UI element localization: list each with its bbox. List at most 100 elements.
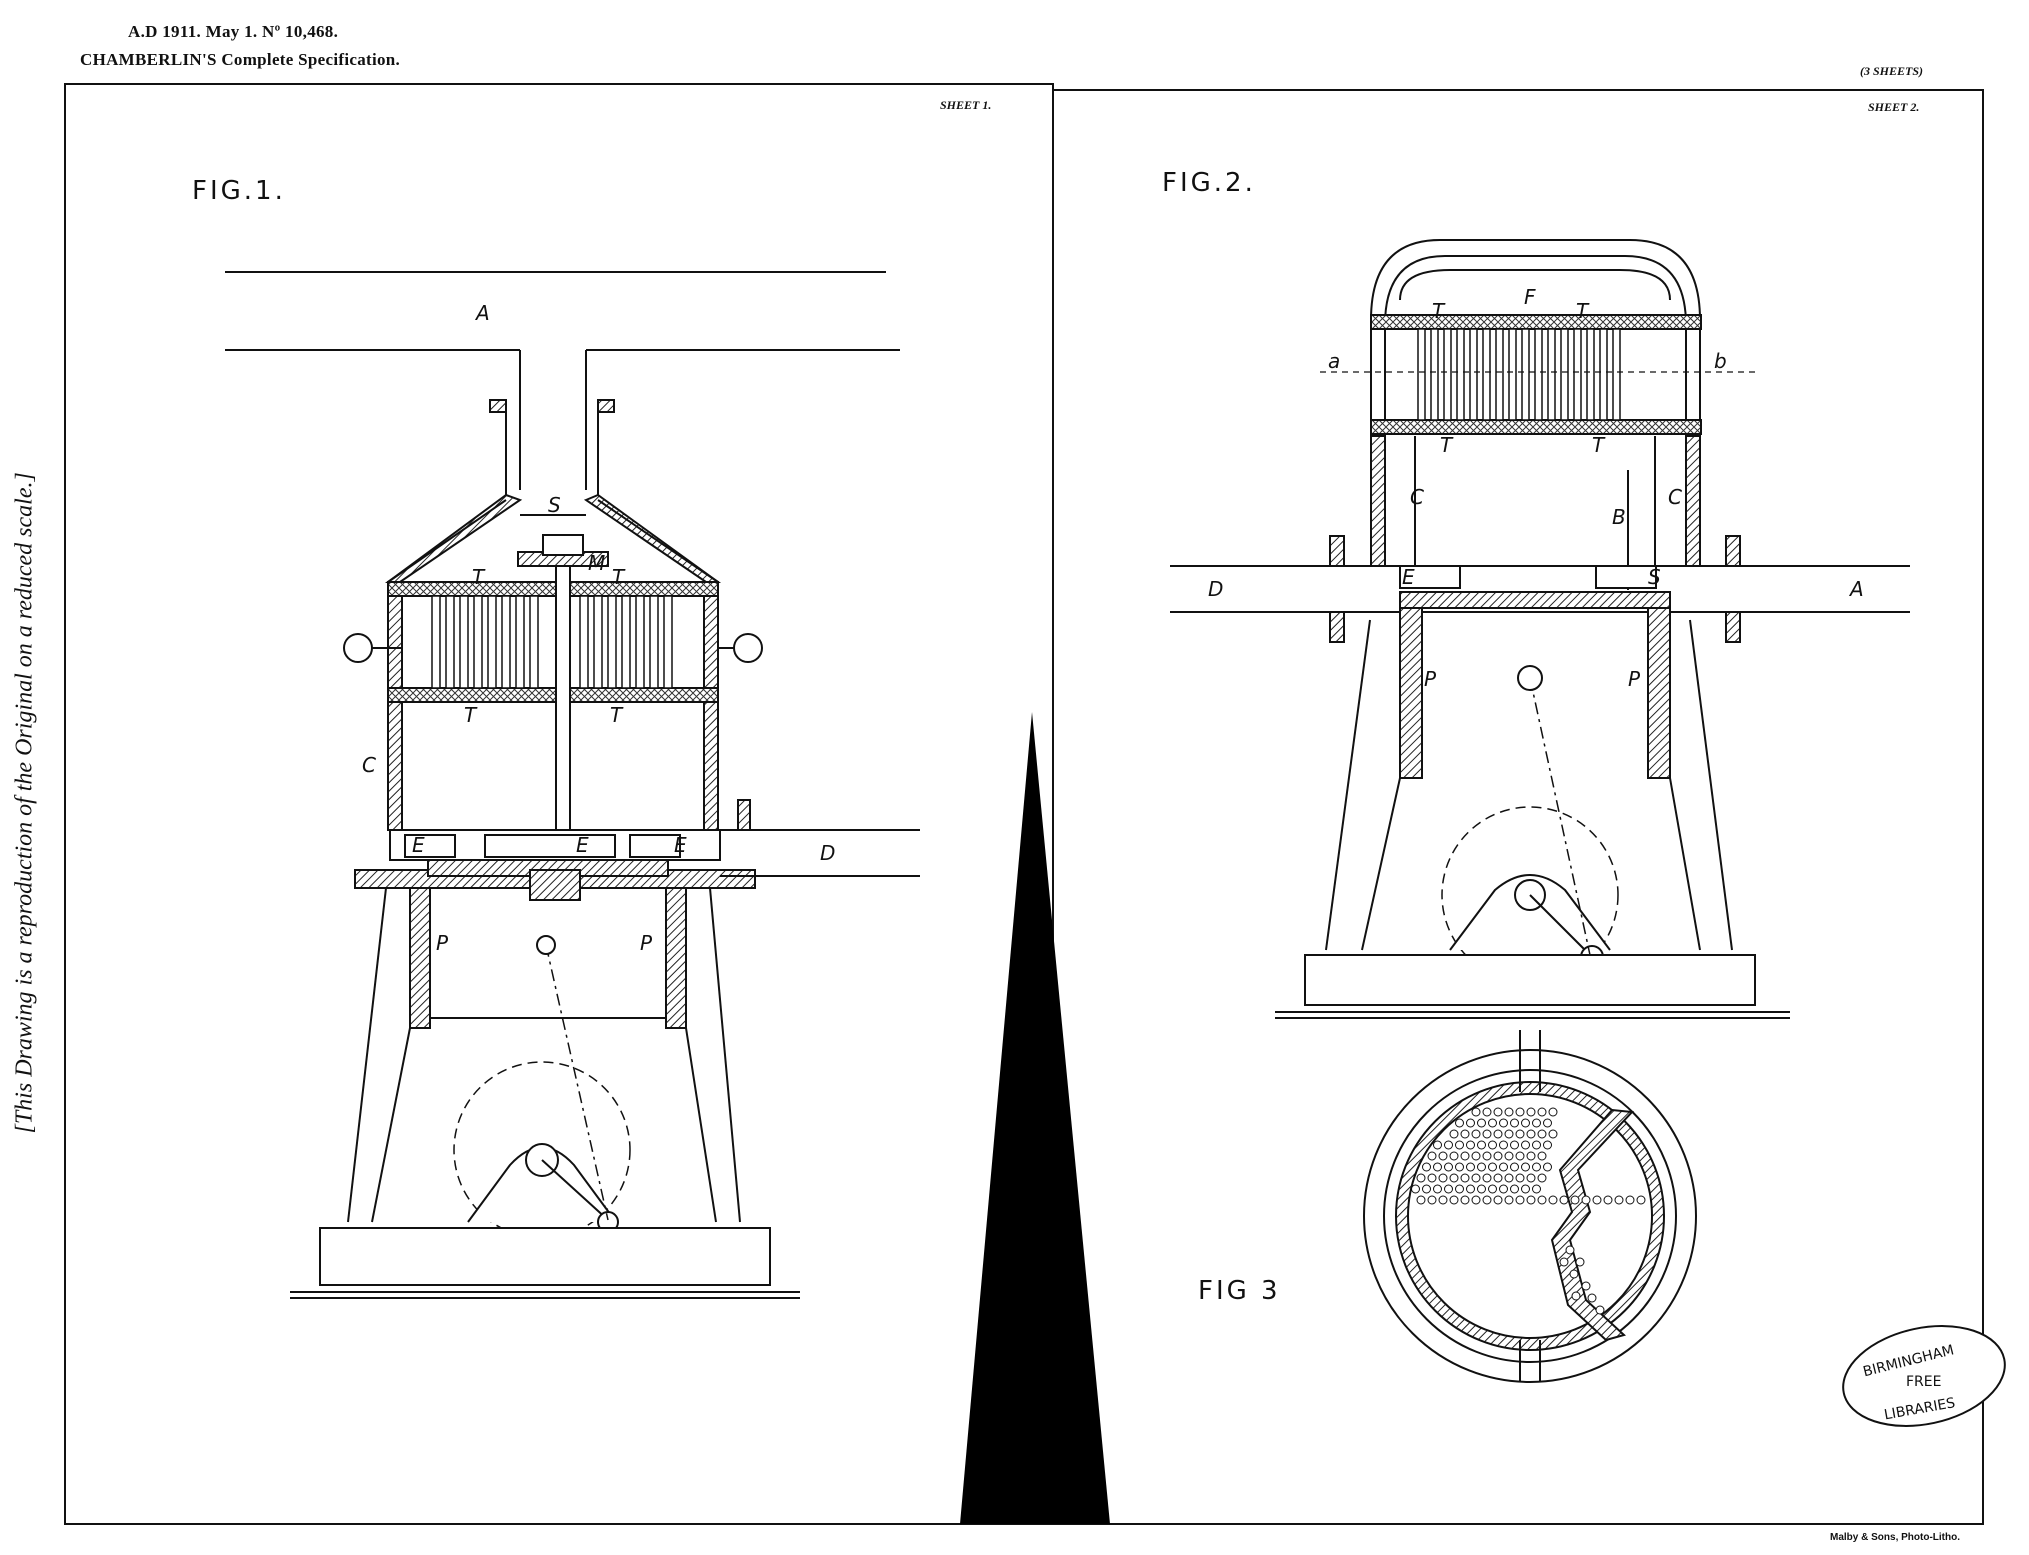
tube-end: [1477, 1118, 1486, 1128]
fig2-label-b-lower: b: [1714, 349, 1727, 373]
tube-end: [1482, 1173, 1492, 1183]
fig2-label-d: D: [1208, 577, 1223, 601]
fig1-label-t3: T: [464, 703, 478, 727]
fig1-label-e3: E: [674, 833, 687, 857]
tube-end: [1587, 1293, 1597, 1303]
tube-end: [1471, 1107, 1481, 1117]
tube-end: [1466, 1118, 1475, 1128]
tube-end: [1471, 1195, 1481, 1205]
fig2-label-c1: C: [1410, 485, 1424, 509]
tube-end: [1521, 1140, 1530, 1150]
tube-end: [1559, 1195, 1569, 1205]
fig2-label-t3: T: [1440, 433, 1454, 457]
tube-end: [1422, 1162, 1431, 1172]
tube-end: [1515, 1151, 1525, 1161]
tube-end: [1493, 1107, 1503, 1117]
tube-end: [1515, 1195, 1525, 1205]
fig2-label-t4: T: [1592, 433, 1606, 457]
sheet2-border: [1052, 89, 1984, 1525]
fig1-labels: A S M T T T T C E E E D P P: [362, 301, 835, 955]
tube-end: [1433, 1184, 1442, 1194]
fig2-drawing: [1170, 239, 1910, 1019]
tube-end: [1493, 1129, 1503, 1139]
tube-end: [1570, 1195, 1580, 1205]
tube-end: [1614, 1195, 1624, 1205]
tube-end: [1493, 1151, 1503, 1161]
fig1-title: FIG.1.: [192, 176, 286, 206]
tube-end: [1444, 1140, 1453, 1150]
tube-end: [1543, 1162, 1552, 1172]
tube-end: [1526, 1151, 1536, 1161]
tube-end: [1466, 1162, 1475, 1172]
tube-end: [1482, 1195, 1492, 1205]
tube-end: [1548, 1107, 1558, 1117]
tube-end: [1422, 1184, 1431, 1194]
tube-end: [1427, 1173, 1437, 1183]
tube-end: [1548, 1195, 1558, 1205]
tube-end: [1515, 1129, 1525, 1139]
tube-end: [1592, 1195, 1602, 1205]
tube-end: [1532, 1140, 1541, 1150]
tube-end: [1449, 1195, 1459, 1205]
tube-end: [1499, 1118, 1508, 1128]
fig1-label-t2: T: [612, 565, 626, 589]
tube-end: [1515, 1173, 1525, 1183]
tube-end: [1482, 1129, 1492, 1139]
tube-end: [1499, 1162, 1508, 1172]
fig2-label-a: A: [1848, 577, 1864, 601]
tube-end: [1493, 1173, 1503, 1183]
tube-end: [1581, 1281, 1591, 1291]
tube-end: [1427, 1151, 1437, 1161]
tube-end: [1460, 1195, 1470, 1205]
tube-end: [1433, 1162, 1442, 1172]
tube-end: [1510, 1162, 1519, 1172]
fig2-label-p1: P: [1424, 667, 1437, 691]
fig1-label-t1: T: [472, 565, 486, 589]
tube-end: [1537, 1129, 1547, 1139]
tube-end: [1499, 1184, 1508, 1194]
fig2-tube-bank: [1417, 328, 1621, 421]
printer-credit: Malby & Sons, Photo-Litho.: [1830, 1532, 1960, 1543]
fig2-label-b: B: [1612, 505, 1626, 529]
tube-end: [1515, 1107, 1525, 1117]
tube-end: [1526, 1129, 1536, 1139]
tube-end: [1559, 1257, 1569, 1267]
tube-end: [1510, 1140, 1519, 1150]
fig2-label-f: F: [1524, 285, 1536, 309]
tube-end: [1471, 1129, 1481, 1139]
tube-end: [1595, 1305, 1605, 1315]
tube-end: [1543, 1140, 1552, 1150]
fig2-label-s: S: [1648, 565, 1661, 589]
drawing-borders: [64, 83, 1984, 1525]
tube-end: [1521, 1118, 1530, 1128]
fig3-drawing: [1363, 1030, 1697, 1383]
tube-end: [1466, 1184, 1475, 1194]
tube-end: [1537, 1195, 1547, 1205]
tube-end: [1449, 1129, 1459, 1139]
tube-end: [1438, 1151, 1448, 1161]
fig1-label-t4: T: [610, 703, 624, 727]
tube-end: [1416, 1195, 1426, 1205]
tube-end: [1537, 1151, 1547, 1161]
tube-end: [1411, 1184, 1420, 1194]
tube-end: [1625, 1195, 1635, 1205]
tube-end: [1581, 1195, 1591, 1205]
tube-end: [1438, 1195, 1448, 1205]
tube-end: [1499, 1140, 1508, 1150]
tube-end: [1636, 1195, 1646, 1205]
tube-end: [1460, 1129, 1470, 1139]
tube-end: [1466, 1140, 1475, 1150]
fig1-label-p1: P: [436, 931, 449, 955]
tube-end: [1504, 1173, 1514, 1183]
tube-end: [1543, 1118, 1552, 1128]
tube-end: [1427, 1195, 1437, 1205]
fig1-label-a: A: [474, 301, 490, 325]
tube-end: [1565, 1245, 1575, 1255]
tube-end: [1537, 1173, 1547, 1183]
fig1-label-s: S: [548, 493, 561, 517]
fig1-label-p2: P: [640, 931, 653, 955]
fig1-label-m: M: [588, 551, 605, 575]
fig3-tube-ends: [1411, 1107, 1646, 1315]
tube-end: [1510, 1118, 1519, 1128]
tube-end: [1521, 1184, 1530, 1194]
